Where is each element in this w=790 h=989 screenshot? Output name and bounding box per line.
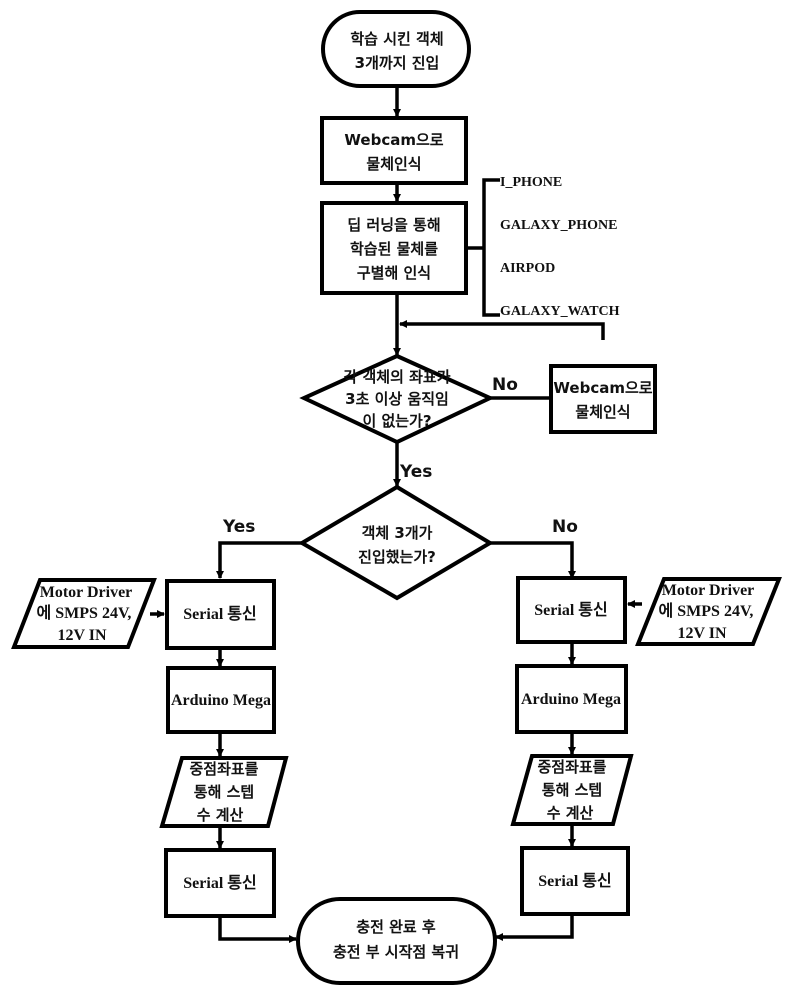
edge-decision2-no-right: [490, 541, 576, 579]
decision2-line-1: 객체 3개가: [362, 524, 433, 542]
decision1-line-3: 이 없는가?: [362, 412, 431, 430]
class-label: AIRPOD: [500, 261, 555, 276]
right-calc-io-shape: [510, 754, 634, 826]
decision1-diamond-shape: [299, 353, 495, 445]
right-motor-io-shape: [635, 577, 782, 646]
left-arduino-node[interactable]: Arduino Mega: [166, 666, 276, 734]
left-serial1-process-shape: [165, 579, 276, 650]
right-calc-line-3: 수 계산: [547, 804, 594, 822]
left-calc-node[interactable]: 중점좌표를 통해 스텝 수 계산: [159, 756, 289, 828]
left-serial2-node[interactable]: Serial 통신: [164, 848, 276, 918]
classes-bracket: [466, 178, 500, 317]
start-terminator-shape: [321, 10, 471, 88]
decision1-line-2: 3초 이상 움직임: [345, 390, 449, 408]
webcam2-node[interactable]: Webcam으로 물체인식: [549, 364, 657, 434]
left-serial2-process-shape: [164, 848, 276, 918]
deep-learning-node[interactable]: 딥 러닝을 통해 학습된 물체를 구별해 인식: [320, 201, 468, 295]
edge-left-serial2-to-end: [218, 916, 297, 943]
end-line-2: 충전 부 시작점 복귀: [333, 943, 459, 961]
deep-learning-line-2: 학습된 물체를: [350, 240, 438, 258]
right-motor-line-3: 12V IN: [677, 625, 726, 642]
right-serial1-process-shape: [516, 576, 627, 644]
left-serial1-label: Serial 통신: [183, 605, 256, 623]
webcam1-process-shape: [320, 116, 468, 185]
right-motor-input-node[interactable]: Motor Driver 에 SMPS 24V, 12V IN: [635, 577, 782, 646]
end-terminator-shape: [296, 897, 497, 985]
decision2-diamond-shape: [298, 484, 494, 601]
left-motor-input-node[interactable]: Motor Driver 에 SMPS 24V, 12V IN: [11, 578, 157, 649]
webcam2-line-1: Webcam으로: [553, 379, 652, 397]
right-arduino-process-shape: [515, 664, 628, 734]
decision1-line-1: 각 객체의 좌표가: [343, 368, 450, 386]
right-arduino-label: Arduino Mega: [521, 691, 621, 708]
left-calc-line-3: 수 계산: [197, 806, 244, 824]
class-label: I_PHONE: [500, 175, 562, 190]
decision2-line-2: 진입했는가?: [358, 548, 436, 566]
end-line-1: 충전 완료 후: [356, 918, 436, 936]
deep-learning-process-shape: [320, 201, 468, 295]
webcam2-line-2: 물체인식: [575, 403, 630, 421]
class-label: GALAXY_WATCH: [500, 304, 620, 319]
webcam1-node[interactable]: Webcam으로 물체인식: [320, 116, 468, 185]
left-motor-io-shape: [11, 578, 157, 649]
classes-list: I_PHONE GALAXY_PHONE AIRPOD GALAXY_WATCH: [500, 175, 620, 319]
decision2-yes-label: Yes: [222, 517, 255, 537]
left-serial1-node[interactable]: Serial 통신: [165, 579, 276, 650]
right-serial2-process-shape: [520, 846, 630, 916]
left-calc-line-1: 중점좌표를: [189, 760, 258, 778]
decision1-node[interactable]: 각 객체의 좌표가 3초 이상 움직임 이 없는가?: [299, 353, 495, 445]
decision1-yes-label: Yes: [399, 462, 432, 482]
left-arduino-label: Arduino Mega: [171, 692, 271, 709]
webcam1-line-1: Webcam으로: [344, 131, 443, 149]
right-serial2-node[interactable]: Serial 통신: [520, 846, 630, 916]
decision1-no-label: No: [492, 375, 518, 395]
edge-decision2-yes-left: [216, 541, 302, 579]
left-motor-line-2: 에 SMPS 24V,: [37, 604, 132, 622]
start-node[interactable]: 학습 시킨 객체 3개까지 진입: [321, 10, 471, 88]
right-motor-line-1: Motor Driver: [662, 582, 755, 599]
start-line-1: 학습 시킨 객체: [350, 30, 443, 48]
right-serial2-label: Serial 통신: [538, 872, 611, 890]
right-calc-line-2: 통해 스텝: [542, 781, 602, 799]
class-label: GALAXY_PHONE: [500, 218, 617, 233]
deep-learning-line-1: 딥 러닝을 통해: [347, 216, 440, 234]
edge-webcam2-loop-back: [399, 320, 605, 340]
left-motor-line-1: Motor Driver: [40, 584, 133, 601]
end-node[interactable]: 충전 완료 후 충전 부 시작점 복귀: [296, 897, 497, 985]
right-serial1-label: Serial 통신: [534, 601, 607, 619]
right-calc-line-1: 중점좌표를: [537, 758, 606, 776]
right-arduino-node[interactable]: Arduino Mega: [515, 664, 628, 734]
connectors: [150, 86, 642, 943]
decision2-no-label: No: [552, 517, 578, 537]
left-motor-line-3: 12V IN: [57, 627, 106, 644]
webcam1-line-2: 물체인식: [366, 155, 421, 173]
left-arduino-process-shape: [166, 666, 276, 734]
decision2-node[interactable]: 객체 3개가 진입했는가?: [298, 484, 494, 601]
left-calc-line-2: 통해 스텝: [194, 783, 254, 801]
right-motor-line-2: 에 SMPS 24V,: [659, 602, 754, 620]
right-calc-node[interactable]: 중점좌표를 통해 스텝 수 계산: [510, 754, 634, 826]
left-serial2-label: Serial 통신: [183, 874, 256, 892]
left-calc-io-shape: [159, 756, 289, 828]
deep-learning-line-3: 구별해 인식: [357, 264, 431, 282]
start-line-2: 3개까지 진입: [355, 54, 440, 72]
edge-right-serial2-to-end: [495, 914, 574, 941]
webcam2-process-shape: [549, 364, 657, 434]
right-serial1-node[interactable]: Serial 통신: [516, 576, 627, 644]
